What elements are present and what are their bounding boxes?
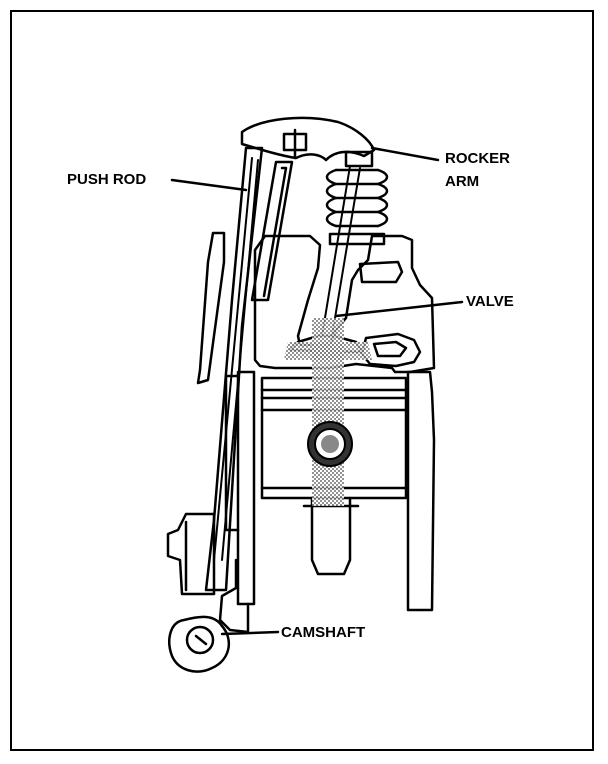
piston [260, 376, 408, 500]
camshaft-label: CAMSHAFT [281, 624, 366, 641]
valve-label: VALVE [466, 293, 514, 310]
wrist-pin [307, 421, 353, 467]
push-rod-label: PUSH ROD [67, 171, 147, 188]
camshaft-lobe [168, 615, 231, 673]
cylinder-head [253, 234, 436, 374]
valve-stem [321, 165, 351, 337]
push-rod-leader-line [170, 178, 248, 192]
valve-leader-line [334, 300, 464, 318]
cylinder-block-left-wall [196, 231, 226, 385]
valve-lifter [166, 512, 216, 596]
cylinder-wall-right [406, 370, 436, 612]
rocker-adjusting-nut [282, 132, 308, 152]
rocker-arm-label-line1: ROCKER [445, 150, 511, 167]
push-rod-tube [204, 146, 264, 592]
rocker-arm-label-line2: ARM [445, 173, 480, 190]
connecting-rod [310, 496, 352, 576]
cylinder-wall-left [236, 370, 256, 606]
rocker-arm-leader-line [370, 146, 440, 162]
figure-frame [10, 10, 594, 751]
exhaust-port [360, 332, 422, 368]
push-rod [213, 157, 253, 561]
camshaft-leader-line [220, 630, 280, 636]
